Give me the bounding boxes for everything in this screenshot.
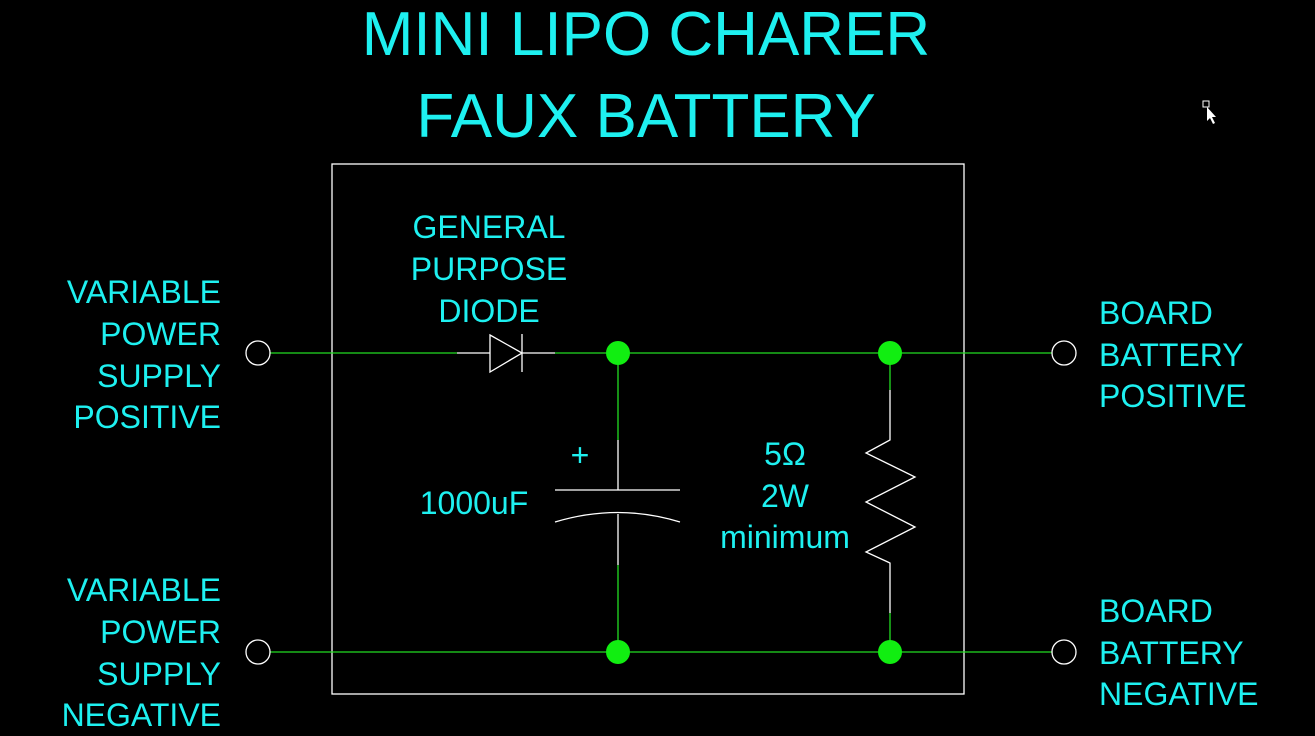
- svg-text:NEGATIVE: NEGATIVE: [1099, 676, 1258, 712]
- terminal-board-positive: [1051, 340, 1077, 366]
- capacitor-symbol: [554, 353, 681, 652]
- svg-text:BATTERY: BATTERY: [1099, 635, 1244, 671]
- svg-text:5Ω: 5Ω: [764, 436, 806, 472]
- terminal-board-negative: [1051, 639, 1077, 665]
- junction-node: [878, 640, 902, 664]
- svg-text:NEGATIVE: NEGATIVE: [62, 697, 221, 733]
- terminal-vps-negative: [245, 639, 271, 665]
- vps-negative-label: VARIABLE POWER SUPPLY NEGATIVE: [62, 572, 221, 733]
- title-line-2: FAUX BATTERY: [416, 82, 875, 151]
- arrow-cursor-icon: [1202, 100, 1216, 124]
- junction-node: [606, 341, 630, 365]
- svg-text:2W: 2W: [761, 478, 810, 514]
- svg-text:POSITIVE: POSITIVE: [73, 399, 221, 435]
- svg-text:GENERAL: GENERAL: [413, 209, 566, 245]
- svg-text:SUPPLY: SUPPLY: [97, 656, 221, 692]
- svg-text:POSITIVE: POSITIVE: [1099, 378, 1247, 414]
- title-line-1: MINI LIPO CHARER: [362, 0, 930, 69]
- svg-text:BATTERY: BATTERY: [1099, 337, 1244, 373]
- svg-text:minimum: minimum: [720, 519, 850, 555]
- capacitor-polarity-label: +: [571, 437, 590, 473]
- svg-text:BOARD: BOARD: [1099, 593, 1213, 629]
- svg-text:POWER: POWER: [100, 614, 221, 650]
- capacitor-value-label: 1000uF: [420, 485, 529, 521]
- diode-symbol: [489, 333, 524, 374]
- diode-label: GENERAL PURPOSE DIODE: [411, 209, 567, 329]
- resistor-symbol: [864, 353, 917, 652]
- svg-text:SUPPLY: SUPPLY: [97, 358, 221, 394]
- svg-text:PURPOSE: PURPOSE: [411, 251, 567, 287]
- svg-text:BOARD: BOARD: [1099, 295, 1213, 331]
- svg-text:DIODE: DIODE: [438, 293, 539, 329]
- junction-node: [606, 640, 630, 664]
- junction-node: [878, 341, 902, 365]
- board-negative-label: BOARD BATTERY NEGATIVE: [1099, 593, 1258, 712]
- board-positive-label: BOARD BATTERY POSITIVE: [1099, 295, 1247, 414]
- svg-text:VARIABLE: VARIABLE: [67, 274, 221, 310]
- svg-text:VARIABLE: VARIABLE: [67, 572, 221, 608]
- resistor-label: 5Ω 2W minimum: [720, 436, 850, 555]
- enclosure-box: [331, 163, 965, 695]
- vps-positive-label: VARIABLE POWER SUPPLY POSITIVE: [67, 274, 221, 435]
- svg-text:POWER: POWER: [100, 316, 221, 352]
- terminal-vps-positive: [245, 340, 271, 366]
